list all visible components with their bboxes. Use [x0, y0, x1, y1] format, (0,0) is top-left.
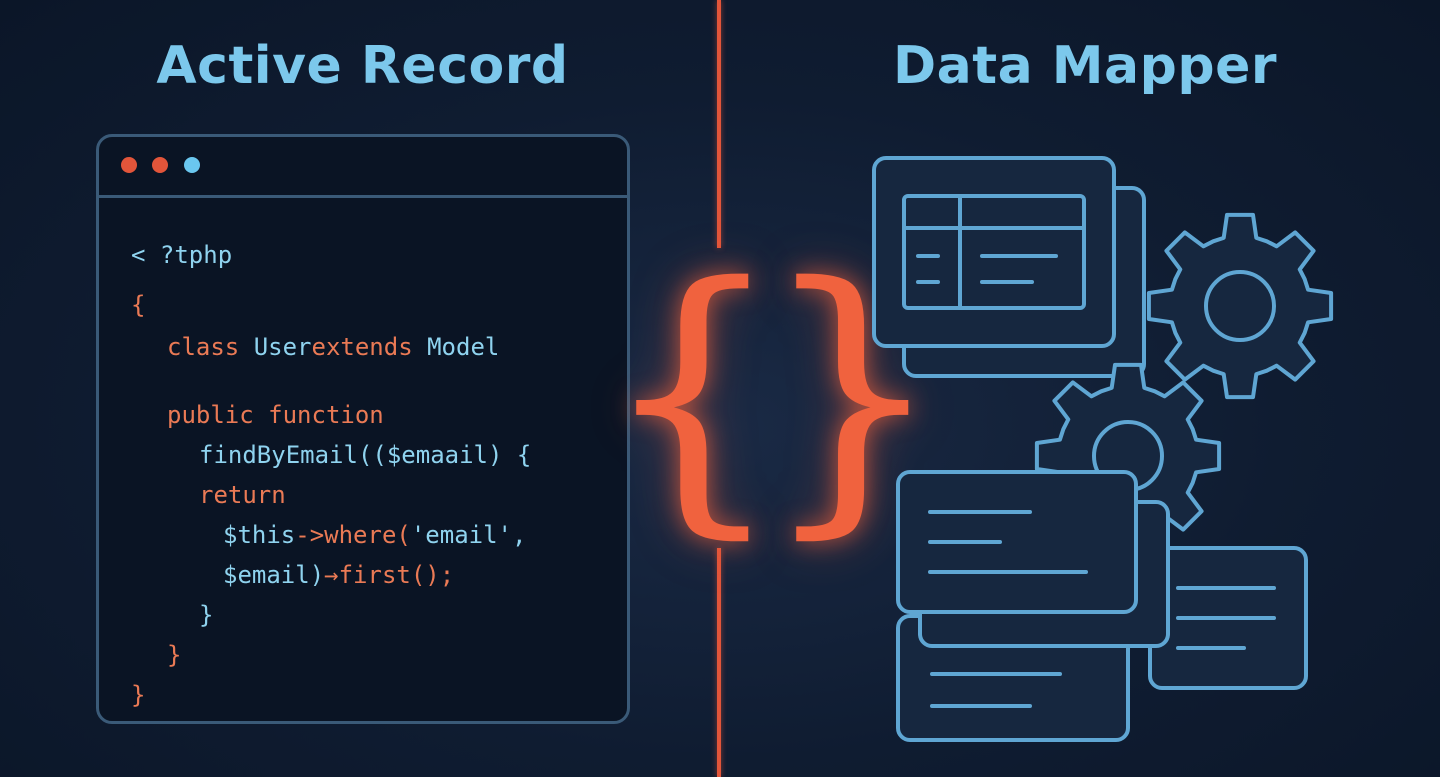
code-token: } — [199, 601, 214, 629]
window-maximize-dot-icon — [184, 157, 200, 173]
code-token: User — [253, 333, 312, 361]
code-token: < ?tphp — [131, 241, 233, 269]
code-editor-window: < ?tphp { class Userextends Model public fu… — [96, 134, 630, 724]
code-token: return — [199, 481, 286, 509]
code-token: class — [167, 333, 254, 361]
gear-icon-large — [1146, 212, 1334, 400]
code-line: class Userextends Model — [167, 333, 499, 361]
code-line: $email)→first(); — [223, 561, 454, 589]
code-token: 'email', — [410, 521, 527, 549]
curly-braces-graphic: { } — [560, 226, 945, 563]
code-line: $this->where('email', — [223, 521, 526, 549]
window-titlebar — [99, 137, 627, 198]
code-token: } — [131, 681, 146, 709]
code-token: extends — [311, 333, 428, 361]
data-mapper-title: Data Mapper — [893, 36, 1277, 96]
code-token: findByEmail(($emaail) { — [199, 441, 532, 469]
window-close-dot-icon — [121, 157, 137, 173]
center-divider-bottom — [717, 548, 721, 777]
code-line: { — [131, 291, 145, 319]
table-window-icon — [872, 156, 1116, 348]
code-token: Model — [427, 333, 500, 361]
table-grid — [902, 194, 1086, 310]
code-token: { — [131, 291, 146, 319]
document-card-front — [896, 470, 1138, 614]
window-minimize-dot-icon — [152, 157, 168, 173]
code-line: } — [167, 641, 181, 669]
code-token: } — [167, 641, 182, 669]
code-token: public function — [167, 401, 384, 429]
center-divider-top — [717, 0, 721, 248]
code-token: $this — [223, 521, 296, 549]
code-line: } — [131, 681, 145, 709]
code-block: < ?tphp { class Userextends Model public fu… — [99, 137, 627, 721]
active-record-title: Active Record — [156, 36, 569, 96]
open-brace-icon: { — [600, 226, 785, 563]
code-line: public function — [167, 401, 384, 429]
data-mapper-illustration — [872, 156, 1334, 742]
code-line: < ?tphp — [131, 241, 232, 269]
code-token: →first(); — [324, 561, 455, 589]
code-token: $email) — [223, 561, 325, 589]
code-line: } — [199, 601, 213, 629]
code-line: findByEmail(($emaail) { — [199, 441, 531, 469]
code-token: ->where( — [295, 521, 411, 549]
code-line: return — [199, 481, 286, 509]
